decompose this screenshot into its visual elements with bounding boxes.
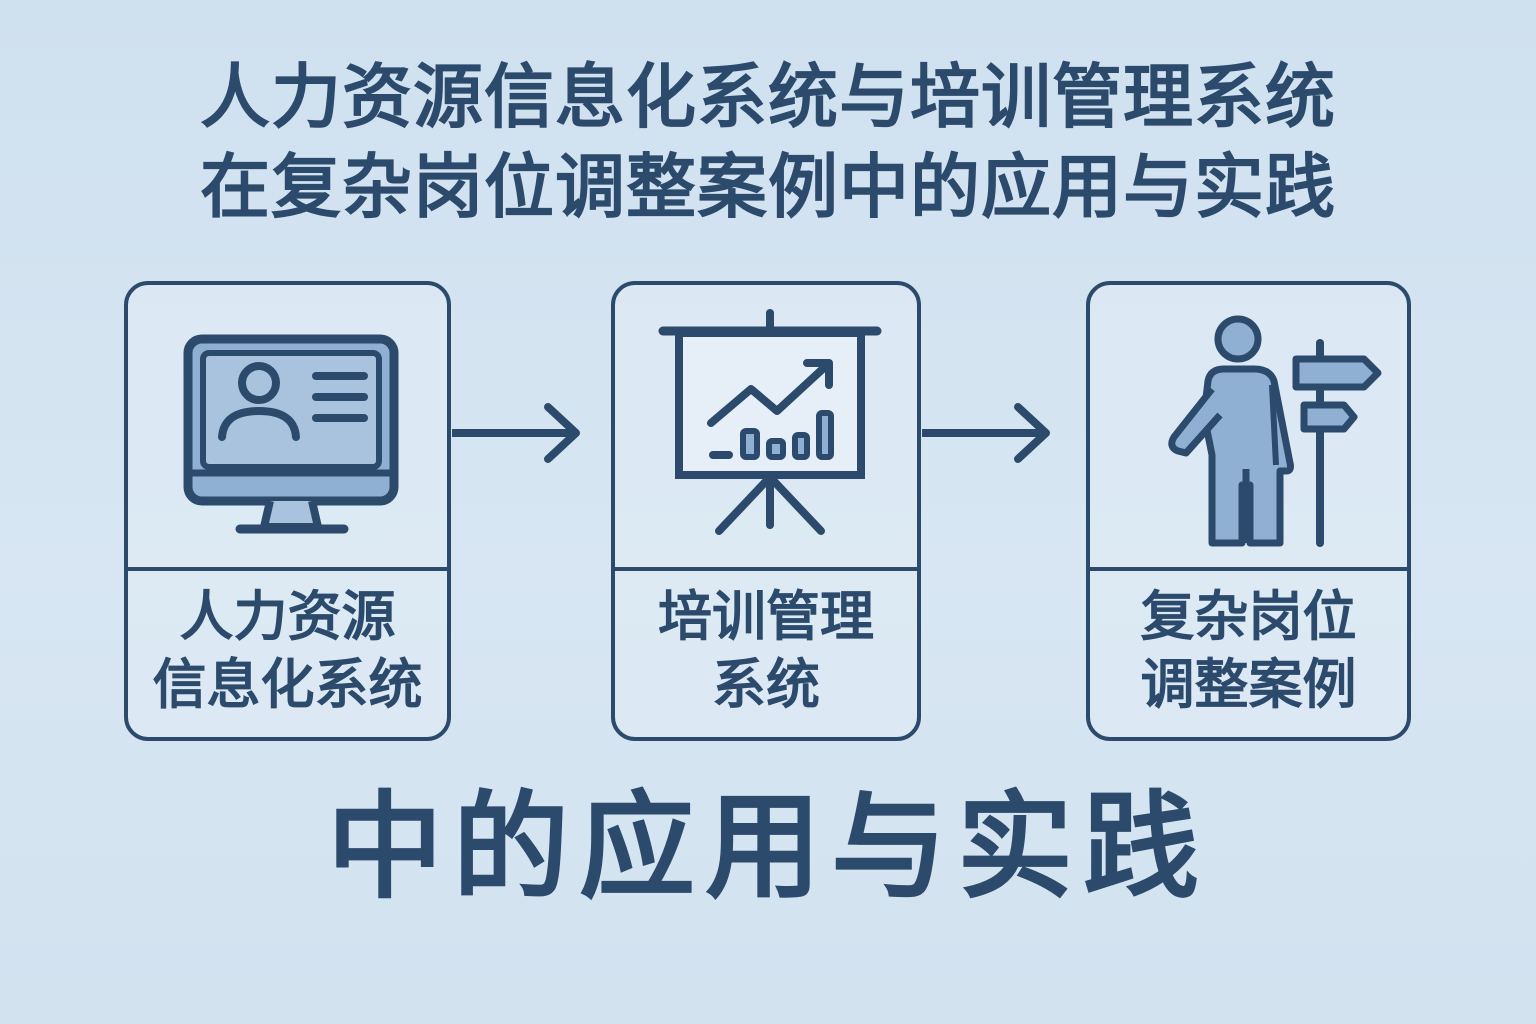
- computer-monitor-profile-icon: [128, 285, 447, 567]
- arrow-right-icon: [448, 398, 584, 468]
- card-training-management-system: 培训管理 系统: [611, 281, 921, 741]
- card-position-adjustment-case: 复杂岗位 调整案例: [1086, 281, 1411, 741]
- card-label: 人力资源 信息化系统: [128, 583, 447, 719]
- card-label-line-1: 人力资源: [179, 585, 396, 648]
- card-divider: [128, 567, 447, 571]
- card-divider: [1090, 567, 1407, 571]
- title-line-1: 人力资源信息化系统与培训管理系统: [200, 56, 1336, 138]
- card-hr-information-system: 人力资源 信息化系统: [124, 281, 451, 741]
- card-label: 复杂岗位 调整案例: [1090, 583, 1407, 719]
- card-label-line-2: 信息化系统: [152, 653, 423, 716]
- card-divider: [615, 567, 917, 571]
- presentation-board-chart-icon: [615, 285, 917, 567]
- arrow-right-icon: [918, 398, 1054, 468]
- card-label: 培训管理 系统: [615, 583, 917, 719]
- card-label-line-2: 调整案例: [1140, 653, 1357, 716]
- card-label-line-1: 培训管理: [658, 585, 874, 648]
- title-line-2: 在复杂岗位调整案例中的应用与实践: [200, 146, 1336, 228]
- bottom-title: 中的应用与实践: [327, 780, 1209, 915]
- person-signpost-icon: [1090, 285, 1407, 567]
- card-label-line-1: 复杂岗位: [1140, 585, 1357, 648]
- card-label-line-2: 系统: [712, 653, 820, 716]
